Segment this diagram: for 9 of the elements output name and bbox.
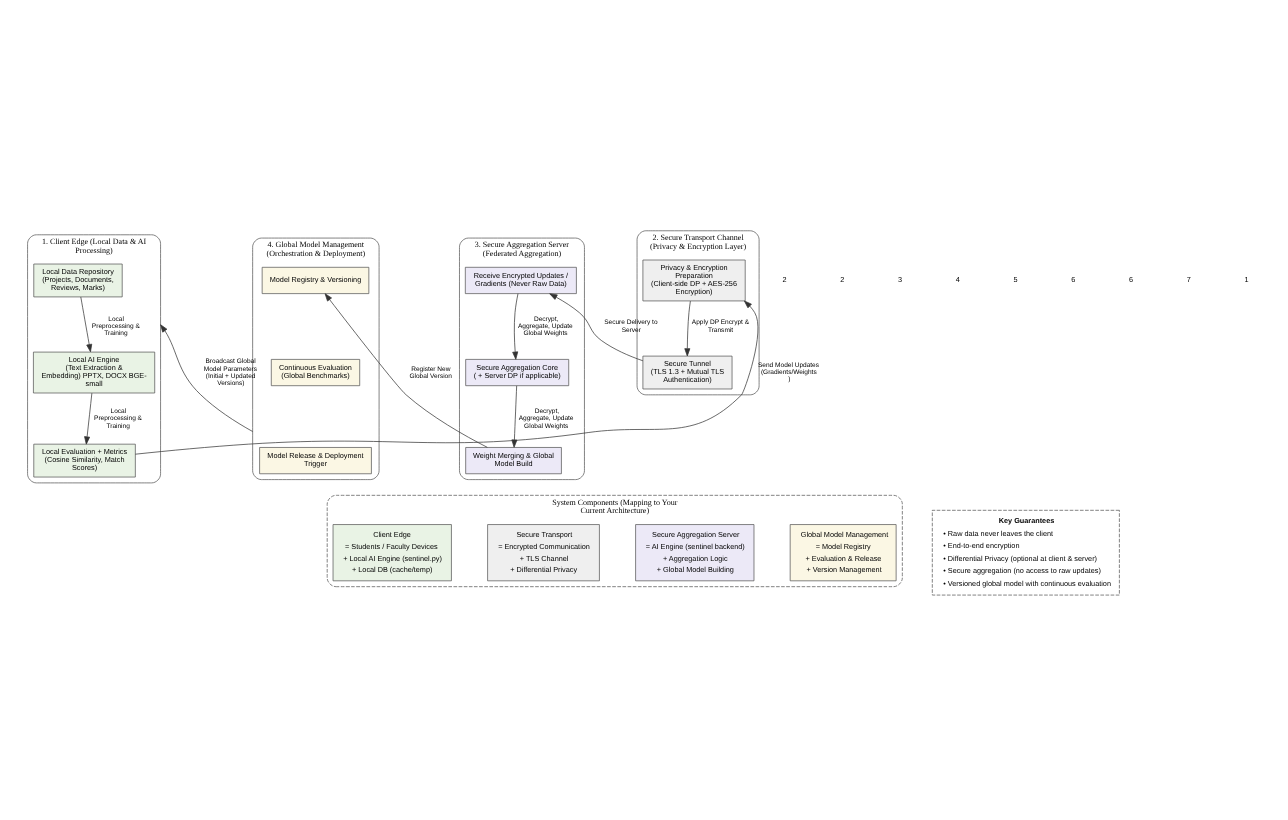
arrow <box>549 293 644 362</box>
arrow <box>160 324 253 432</box>
arrow <box>80 296 93 353</box>
arrow <box>512 293 519 360</box>
arrow <box>684 300 691 357</box>
arrow <box>324 293 488 448</box>
arrow <box>135 300 759 455</box>
arrow <box>511 385 518 448</box>
arrow <box>84 392 93 445</box>
